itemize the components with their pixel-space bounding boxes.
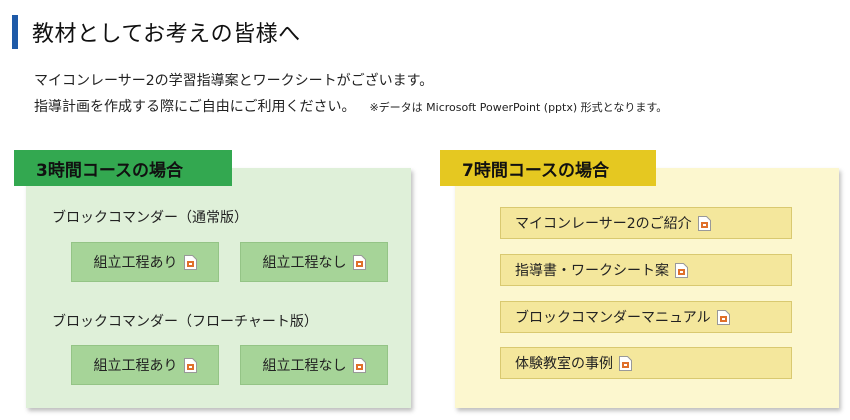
course-3h-section-standard-label: ブロックコマンダー（通常版） bbox=[52, 210, 248, 226]
intro-line-2: 指導計画を作成する際にご自由にご利用ください。※データは Microsoft P… bbox=[34, 99, 668, 115]
flowchart-with-assembly-button[interactable]: 組立工程あり bbox=[71, 345, 219, 385]
pptx-file-icon bbox=[675, 262, 688, 278]
page-title: 教材としてお考えの皆様へ bbox=[32, 22, 301, 47]
heading-accent-bar bbox=[12, 15, 18, 49]
format-note: ※データは Microsoft PowerPoint (pptx) 形式となりま… bbox=[369, 101, 668, 114]
pptx-file-icon bbox=[352, 357, 366, 373]
course-3h-tag: 3時間コースの場合 bbox=[14, 150, 232, 186]
intro-line-1: マイコンレーサー2の学習指導案とワークシートがございます。 bbox=[34, 73, 434, 89]
workshop-case-button[interactable]: 体験教室の事例 bbox=[500, 347, 792, 379]
pptx-file-icon bbox=[697, 215, 711, 231]
guide-worksheet-button[interactable]: 指導書・ワークシート案 bbox=[500, 254, 792, 286]
pptx-file-icon bbox=[352, 254, 366, 270]
flowchart-without-assembly-button[interactable]: 組立工程なし bbox=[240, 345, 388, 385]
course-3h-section-flowchart-label: ブロックコマンダー（フローチャート版） bbox=[52, 314, 318, 330]
pptx-file-icon bbox=[183, 254, 197, 270]
intro-text: マイコンレーサー2の学習指導案とワークシートがございます。 指導計画を作成する際… bbox=[34, 68, 667, 121]
standard-with-assembly-button[interactable]: 組立工程あり bbox=[71, 242, 219, 282]
course-7h-tag: 7時間コースの場合 bbox=[440, 150, 656, 186]
pptx-file-icon bbox=[619, 355, 632, 371]
intro-material-button[interactable]: マイコンレーサー2のご紹介 bbox=[500, 207, 792, 239]
pptx-file-icon bbox=[716, 309, 730, 325]
standard-without-assembly-button[interactable]: 組立工程なし bbox=[240, 242, 388, 282]
section-heading: 教材としてお考えの皆様へ bbox=[12, 14, 301, 50]
pptx-file-icon bbox=[183, 357, 197, 373]
block-commander-manual-button[interactable]: ブロックコマンダーマニュアル bbox=[500, 301, 792, 333]
